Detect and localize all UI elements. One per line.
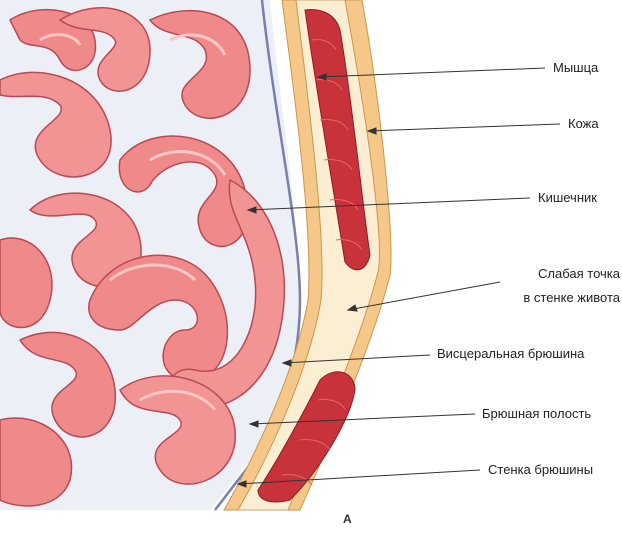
pointer-skin: [368, 124, 560, 131]
label-peritoneum-wall: Стенка брюшины: [488, 462, 593, 478]
label-visceral-peritoneum: Висцеральная брюшина: [437, 346, 584, 362]
label-weak-point-line2: в стенке живота: [480, 290, 620, 306]
label-weak-point-line1: Слабая точка: [480, 266, 620, 282]
label-skin: Кожа: [568, 116, 599, 132]
figure-mark: A: [343, 512, 352, 526]
label-abdominal-cavity: Брюшная полость: [482, 406, 591, 422]
label-intestine: Кишечник: [538, 190, 597, 206]
label-muscle: Мышца: [553, 60, 598, 76]
